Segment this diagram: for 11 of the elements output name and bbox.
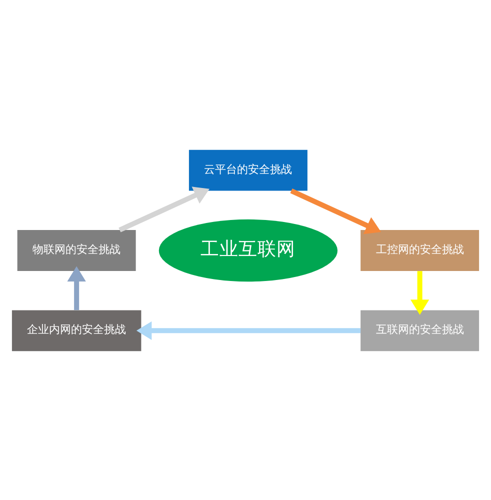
arrow [118,186,210,232]
node-box: 企业内网的安全挑战 [12,310,142,351]
node-box: 云平台的安全挑战 [188,149,308,190]
node-box: 互联网的安全挑战 [360,310,480,351]
arrow [67,266,86,310]
arrow [410,270,430,314]
arrow [136,320,361,340]
node-ellipse: 工业互联网 [158,218,338,282]
node-box: 物联网的安全挑战 [17,230,136,270]
arrow [290,188,382,234]
node-box: 工控网的安全挑战 [360,230,480,270]
